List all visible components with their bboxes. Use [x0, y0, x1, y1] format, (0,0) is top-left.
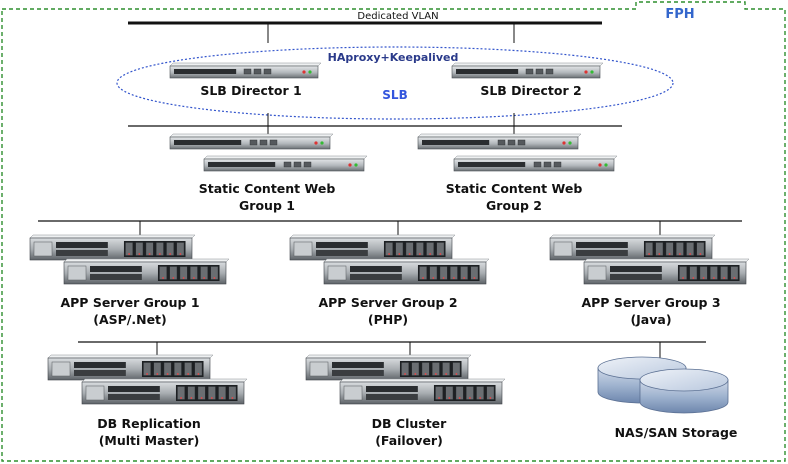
web-group-2-server-a	[417, 133, 582, 150]
db-replication-server-a	[47, 354, 214, 381]
app-group-2-server-a	[289, 234, 456, 261]
fph-zone-label: FPH	[665, 7, 694, 22]
db-cluster-label-line2: (Failover)	[375, 433, 443, 448]
db-cluster-server-a	[305, 354, 472, 381]
web-group-2-label-line2: Group 2	[486, 198, 542, 213]
slb-director-1-server	[169, 62, 322, 79]
slb-director-1-label: SLB Director 1	[200, 83, 301, 98]
app-group-1-label-line1: APP Server Group 1	[60, 295, 199, 310]
slb-director-2-server	[451, 62, 604, 79]
slb-director-2-label: SLB Director 2	[480, 83, 581, 98]
web-group-1-server-b	[203, 155, 368, 172]
vlan-label: Dedicated VLAN	[357, 11, 438, 22]
slb-label: SLB	[382, 88, 407, 102]
web-group-1-server-a	[169, 133, 334, 150]
db-replication-label-line1: DB Replication	[97, 416, 200, 431]
app-group-1-server-a	[29, 234, 196, 261]
app-group-2-label-line1: APP Server Group 2	[318, 295, 457, 310]
app-group-1-label-line2: (ASP/.Net)	[93, 312, 167, 327]
db-replication-label-line2: (Multi Master)	[99, 433, 200, 448]
app-group-1-server-b	[63, 258, 230, 285]
app-group-2-server-b	[323, 258, 490, 285]
web-group-2-server-b	[453, 155, 618, 172]
slb-software-label: HAproxy+Keepalived	[328, 51, 459, 64]
storage-label: NAS/SAN Storage	[615, 425, 738, 440]
slb-ellipse	[116, 46, 674, 120]
db-cluster-label-line1: DB Cluster	[372, 416, 448, 431]
web-group-1-label-line2: Group 1	[239, 198, 295, 213]
web-group-1-label-line1: Static Content Web	[199, 181, 336, 196]
web-group-2-label-line1: Static Content Web	[446, 181, 583, 196]
storage-disk-2-icon	[639, 368, 729, 414]
db-replication-server-b	[81, 378, 248, 405]
db-cluster-server-b	[339, 378, 506, 405]
app-group-3-server-b	[583, 258, 750, 285]
app-group-3-label-line1: APP Server Group 3	[581, 295, 720, 310]
app-group-3-server-a	[549, 234, 716, 261]
app-group-2-label-line2: (PHP)	[368, 312, 408, 327]
app-group-3-label-line2: (Java)	[630, 312, 671, 327]
